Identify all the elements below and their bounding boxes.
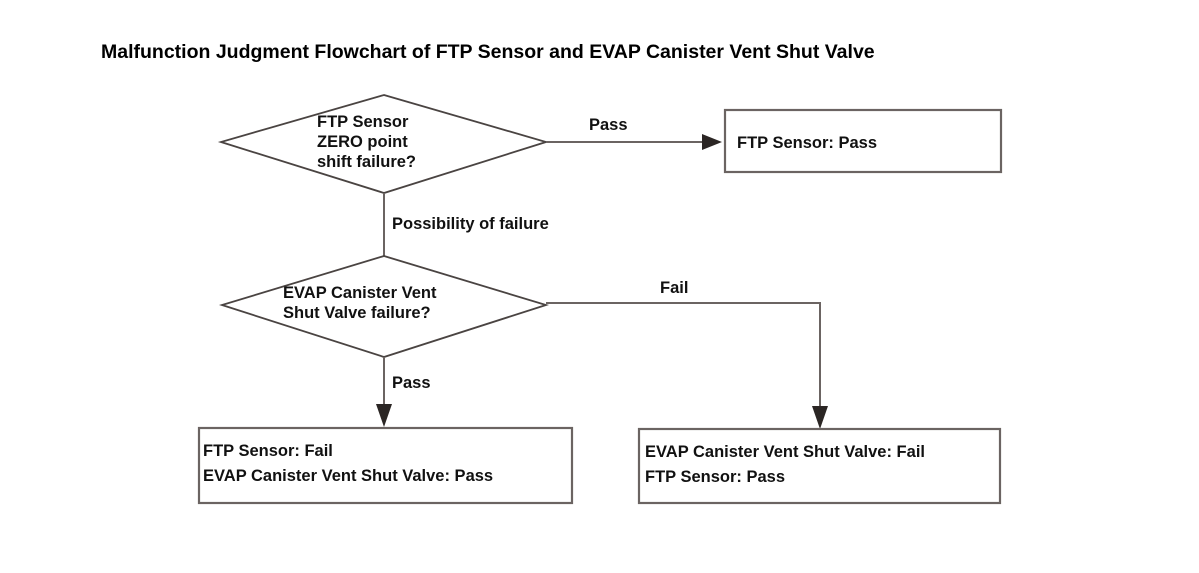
decision-node-evap-shut-valve[interactable]: EVAP Canister Vent Shut Valve failure? — [218, 255, 550, 358]
result-ftp-fail-line2: EVAP Canister Vent Shut Valve: Pass — [203, 467, 493, 485]
edge-label-ftp-pass: Pass — [589, 116, 628, 134]
result-ftp-fail-box — [197, 426, 574, 505]
decision-ftp-line3: shift failure? — [317, 153, 416, 171]
edge-evap-fail: Fail — [546, 279, 828, 429]
result-ftp-pass-box — [723, 108, 1003, 174]
result-ftp-pass-line1: FTP Sensor: Pass — [737, 134, 877, 152]
result-node-ftp-pass[interactable]: FTP Sensor: Pass — [723, 108, 1003, 174]
result-evap-fail-line2: FTP Sensor: Pass — [645, 468, 785, 486]
edge-label-evap-pass: Pass — [392, 374, 431, 392]
result-ftp-fail-line1: FTP Sensor: Fail — [203, 442, 333, 460]
edge-evap-fail-line — [546, 302, 821, 412]
result-evap-fail-box — [637, 427, 1002, 505]
edge-ftp-pass: Pass — [546, 116, 722, 150]
result-evap-fail-line1: EVAP Canister Vent Shut Valve: Fail — [645, 443, 925, 461]
decision-evap-line2: Shut Valve failure? — [283, 304, 431, 322]
edge-evap-pass: Pass — [376, 357, 431, 427]
arrow-head-icon — [812, 406, 828, 429]
edge-possibility-of-failure: Possibility of failure — [383, 193, 549, 256]
arrow-head-icon — [376, 404, 392, 427]
decision-ftp-line1: FTP Sensor — [317, 113, 409, 131]
decision-node-ftp-zero-point[interactable]: FTP Sensor ZERO point shift failure? — [217, 94, 550, 194]
arrow-head-icon — [702, 134, 722, 150]
result-node-evap-fail[interactable]: EVAP Canister Vent Shut Valve: Fail FTP … — [637, 427, 1002, 505]
decision-evap-line1: EVAP Canister Vent — [283, 284, 437, 302]
edge-label-evap-fail: Fail — [660, 279, 688, 297]
result-node-ftp-fail[interactable]: FTP Sensor: Fail EVAP Canister Vent Shut… — [197, 426, 574, 505]
decision-ftp-line2: ZERO point — [317, 133, 408, 151]
edge-label-possibility: Possibility of failure — [392, 215, 549, 233]
page-title: Malfunction Judgment Flowchart of FTP Se… — [101, 41, 875, 63]
